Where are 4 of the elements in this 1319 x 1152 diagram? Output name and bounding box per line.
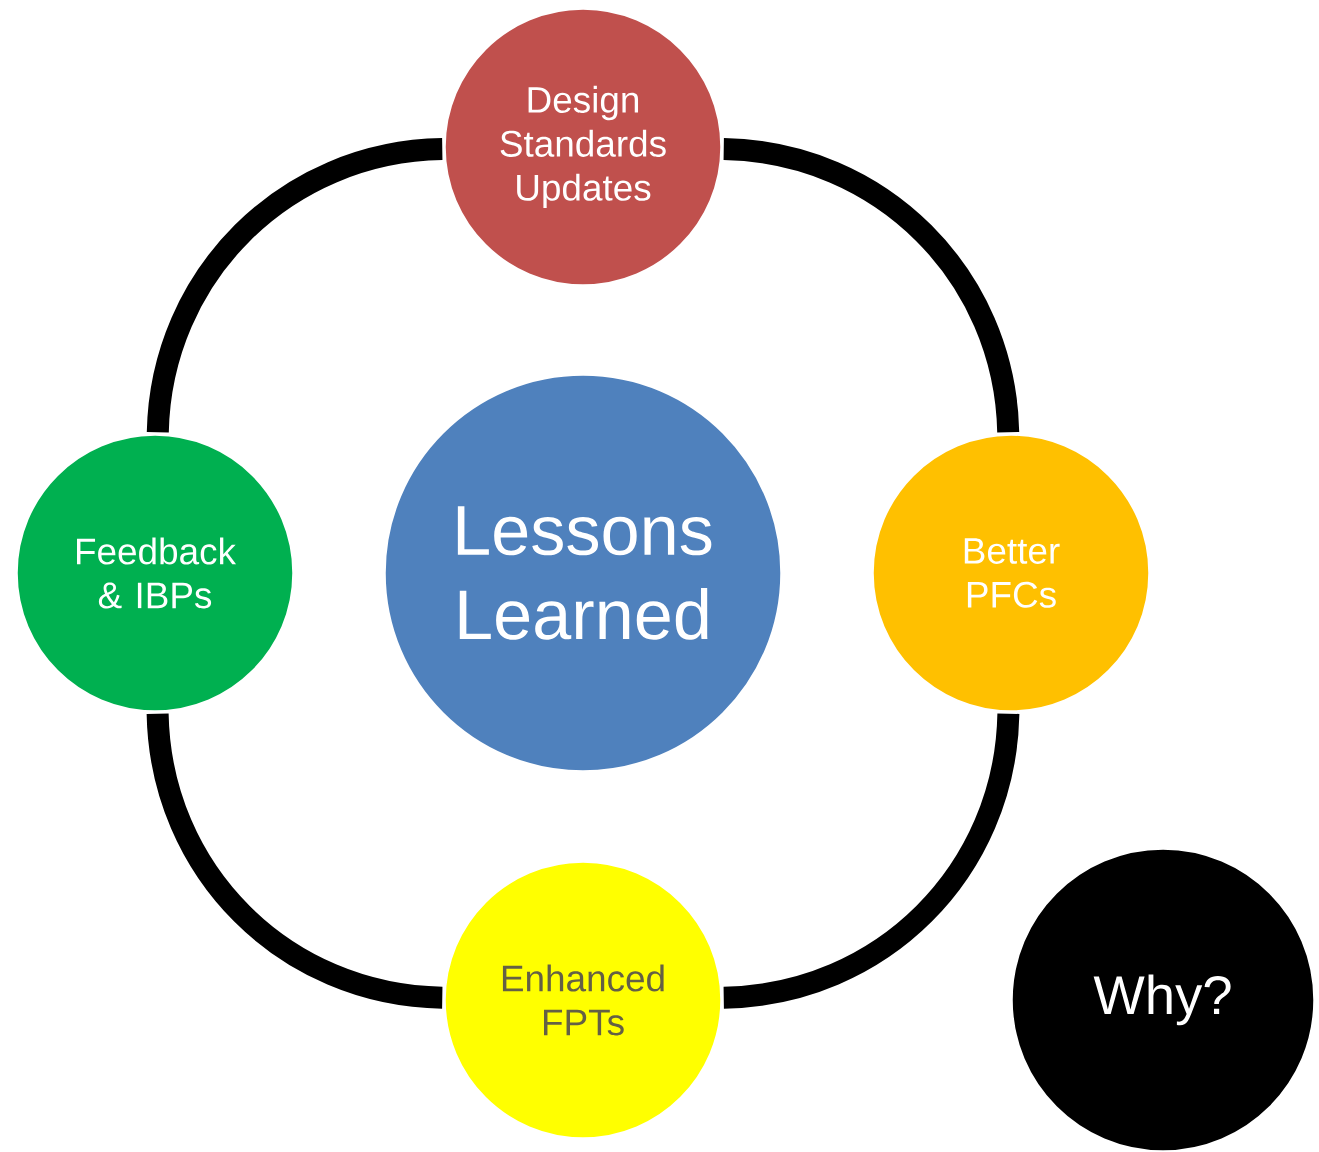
ring-arc xyxy=(146,138,444,434)
ring-arc xyxy=(146,712,444,1009)
ring-arc xyxy=(722,138,1020,434)
ring-arc xyxy=(722,712,1020,1009)
